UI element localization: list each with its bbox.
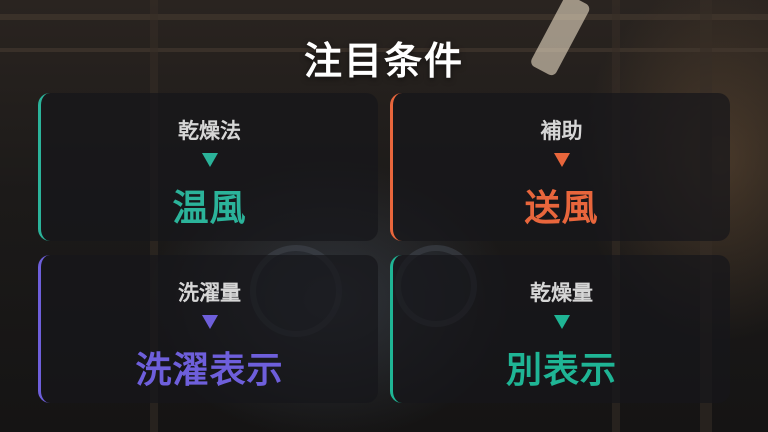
page-title: 注目条件 [303,39,464,83]
ceiling-beam [0,14,768,20]
card-value: 温風 [172,188,247,229]
condition-card-wash-load: 洗濯量 洗濯表示 [38,255,378,403]
card-label: 乾燥法 [178,119,241,143]
down-arrow-icon [553,153,570,167]
card-label: 洗濯量 [178,281,241,305]
down-arrow-icon [553,315,570,329]
card-label: 補助 [540,119,583,143]
down-arrow-icon [201,315,218,329]
ceiling-beam [0,48,768,52]
condition-card-assist: 補助 送風 [390,93,730,241]
card-value: 洗濯表示 [135,350,284,391]
card-value: 別表示 [505,350,617,391]
condition-card-dry-load: 乾燥量 別表示 [390,255,730,403]
card-label: 乾燥量 [530,281,593,305]
card-value: 送風 [524,188,599,229]
condition-card-drying-method: 乾燥法 温風 [38,93,378,241]
down-arrow-icon [201,153,218,167]
